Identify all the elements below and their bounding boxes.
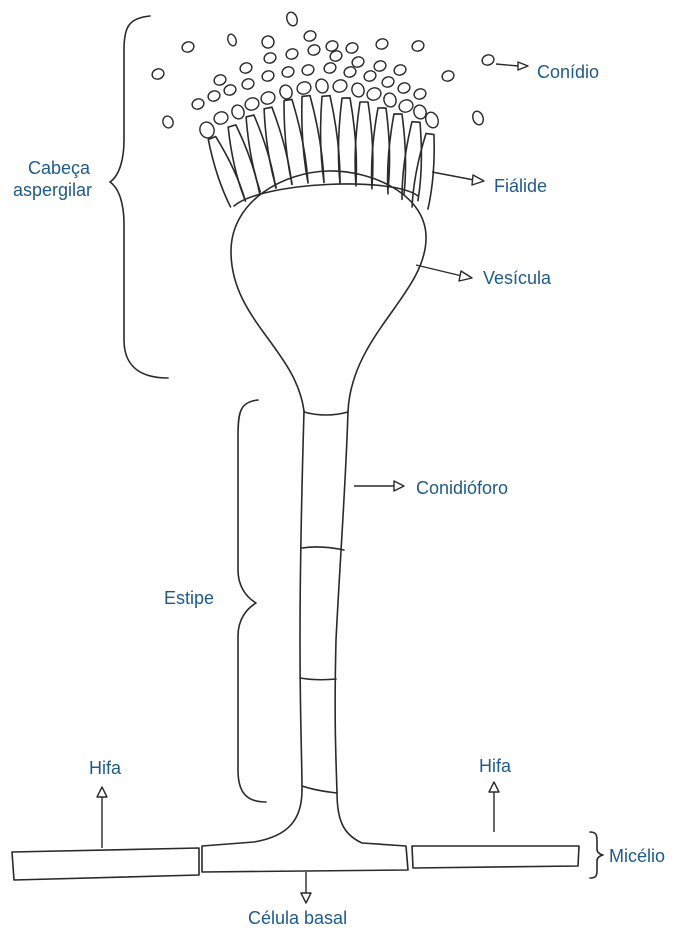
conidium [259, 90, 276, 106]
conidium [481, 53, 496, 67]
conidium [303, 29, 318, 43]
vesicula-label: Vesícula [483, 268, 551, 289]
conidium [181, 40, 196, 54]
phialide [228, 125, 260, 198]
phialide [208, 137, 245, 207]
conidium [161, 115, 175, 130]
conidia [151, 11, 496, 140]
conidium [212, 110, 229, 126]
estipe-brace [238, 400, 266, 802]
conidium [230, 103, 246, 120]
vesicle-rim [234, 184, 418, 206]
micelio-label: Micélio [609, 846, 665, 867]
estipe-label: Estipe [164, 588, 214, 609]
conidium [323, 61, 338, 75]
stipe-septum [302, 786, 337, 793]
conidium [278, 83, 294, 100]
stipe-septum [300, 678, 336, 680]
conidium [285, 47, 300, 61]
conidium [441, 69, 456, 83]
phialide [412, 133, 434, 209]
hifa-right-arrow [489, 782, 499, 832]
phialide [246, 115, 276, 192]
phialide [284, 99, 308, 184]
fialide-label: Fiálide [494, 176, 547, 197]
conidium [191, 97, 206, 111]
stipe-left-edge [300, 411, 304, 790]
conidium [363, 69, 378, 83]
stipe-septum [302, 547, 344, 550]
conidioforo-label: Conidióforo [416, 478, 508, 499]
conidium [239, 61, 254, 75]
celula-basal-label: Célula basal [248, 908, 347, 929]
hypha-left [12, 848, 199, 880]
conidium [397, 98, 414, 114]
conidium [261, 69, 276, 83]
hifa-left-label: Hifa [89, 758, 121, 779]
conidium [382, 91, 398, 108]
conidium [307, 43, 322, 57]
celula-basal-arrow [301, 872, 311, 903]
foot-cell [202, 790, 408, 872]
stipe-septum [304, 412, 348, 415]
conidium [151, 67, 166, 81]
conidium [241, 77, 256, 91]
conidium [213, 73, 228, 87]
conidium [263, 51, 278, 65]
fialide-arrow [432, 172, 484, 185]
conidium [243, 96, 260, 112]
conidium [226, 33, 238, 47]
micelio-brace [590, 832, 603, 878]
conidium [345, 41, 360, 55]
conidium [375, 37, 390, 51]
conidium [373, 59, 388, 73]
conidium [350, 81, 366, 98]
phialide [338, 98, 356, 183]
conidioforo-arrow [354, 481, 404, 491]
conidium [331, 78, 348, 94]
conidium [285, 11, 299, 28]
conidium [314, 77, 330, 94]
conidium [413, 87, 428, 101]
hifa-left-arrow [97, 787, 107, 848]
cabeca-aspergilar-label-line2: aspergilar [13, 180, 92, 201]
phialide [264, 107, 292, 187]
conidium [411, 39, 426, 53]
conidium [223, 83, 238, 97]
conidium [301, 63, 316, 77]
conidio-arrow [496, 62, 528, 70]
conidium [365, 86, 382, 102]
conidium [471, 110, 485, 127]
vesicula-arrow [416, 265, 472, 281]
conidium [207, 89, 222, 103]
conidium [397, 81, 412, 95]
cabeca-aspergilar-label-line1: Cabeça [28, 158, 90, 179]
conidium [281, 65, 296, 79]
hifa-right-label: Hifa [479, 756, 511, 777]
conidium [260, 34, 275, 49]
conidium [295, 80, 312, 96]
vesicle-outline [231, 171, 426, 411]
conidium [393, 63, 408, 77]
hypha-right [412, 846, 579, 868]
conidium [381, 75, 396, 89]
stipe-right-edge [335, 411, 348, 792]
conidio-label: Conídio [537, 62, 599, 83]
